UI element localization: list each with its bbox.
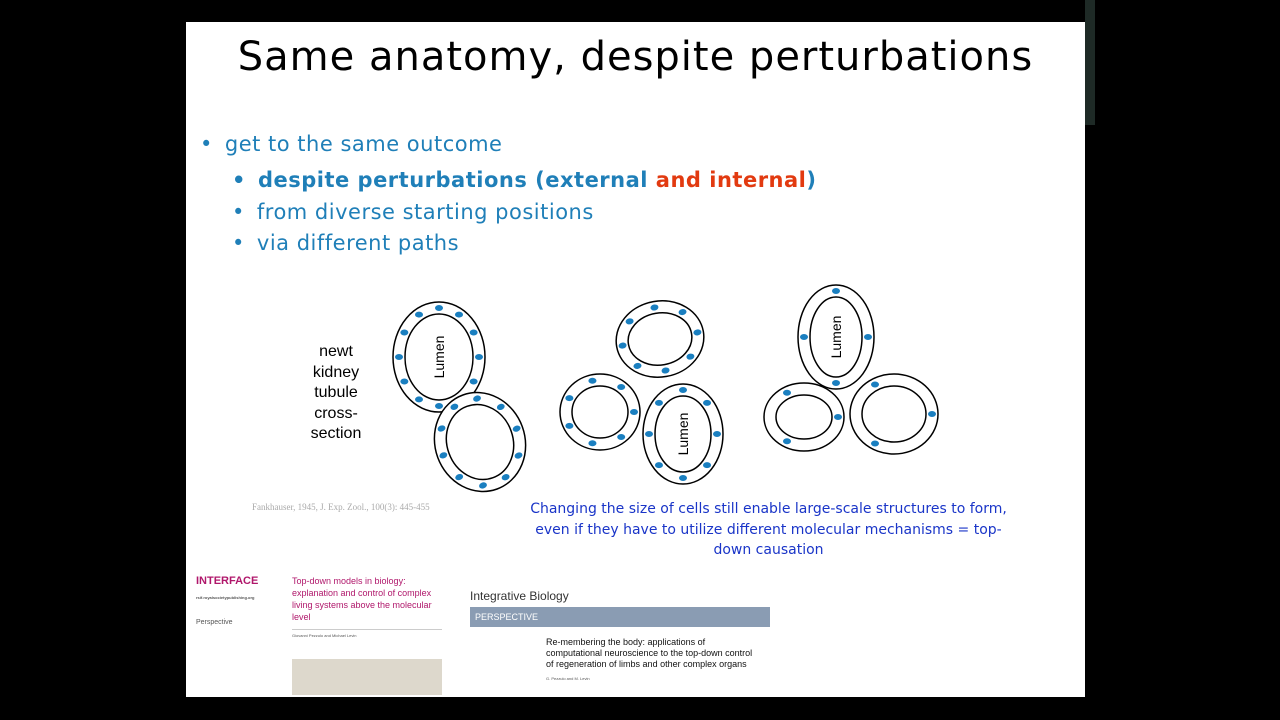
nucleus — [565, 422, 574, 429]
tubule: Lumen — [642, 383, 724, 485]
tubule: Lumen — [392, 301, 486, 413]
bullet-sub2: •from diverse starting positions — [232, 200, 594, 224]
nucleus — [501, 474, 510, 481]
nucleus — [630, 409, 638, 415]
nucleus — [679, 387, 687, 393]
nucleus — [654, 462, 663, 469]
nucleus — [455, 473, 464, 481]
bullet-text: via different paths — [256, 231, 460, 255]
nucleus — [395, 354, 403, 360]
nucleus — [617, 383, 626, 390]
nucleus — [834, 414, 842, 420]
slide-title: Same anatomy, despite perturbations — [237, 34, 1034, 80]
bullet-text-red: and internal — [655, 168, 807, 192]
nucleus — [617, 434, 626, 441]
nucleus — [928, 411, 936, 417]
nucleus — [800, 334, 808, 340]
nucleus — [871, 440, 879, 447]
paper-authors: G. Pezzulo and M. Levin — [546, 676, 590, 681]
nucleus — [475, 354, 483, 360]
citation: Fankhauser, 1945, J. Exp. Zool., 100(3):… — [252, 502, 430, 512]
nucleus — [703, 462, 712, 469]
nucleus — [450, 403, 459, 410]
slide: Same anatomy, despite perturbations •get… — [186, 22, 1085, 697]
article-type: PERSPECTIVE — [470, 607, 770, 627]
nucleus — [469, 329, 478, 336]
nucleus — [512, 425, 521, 432]
nucleus — [437, 425, 446, 432]
tubule — [615, 300, 705, 378]
nucleus — [645, 431, 653, 437]
nucleus — [783, 438, 791, 445]
nucleus — [514, 452, 523, 459]
bullet-sub3: •via different paths — [232, 231, 460, 255]
nucleus — [588, 440, 597, 447]
paper-thumbnail-interface[interactable]: INTERFACE rsif.royalsocietypublishing.or… — [196, 575, 446, 695]
lumen-label: Lumen — [675, 413, 691, 456]
nucleus — [415, 311, 423, 318]
nucleus — [400, 378, 409, 385]
nucleus — [618, 342, 627, 349]
nucleus — [415, 396, 423, 403]
lumen-label: Lumen — [828, 316, 844, 359]
paper-thumbnail-integrative-biology[interactable]: Integrative Biology PERSPECTIVE Re-membe… — [470, 569, 770, 695]
nucleus — [783, 389, 791, 396]
paper-title-block: Top-down models in biology: explanation … — [292, 575, 442, 695]
nucleus — [864, 334, 872, 340]
nucleus — [832, 380, 840, 386]
caption: Changing the size of cells still enable … — [530, 501, 1007, 558]
nucleus — [661, 367, 670, 374]
nucleus — [693, 329, 702, 336]
paper-authors: Giovanni Pezzulo and Michael Levin — [292, 629, 442, 639]
journal-site: rsif.royalsocietypublishing.org — [196, 595, 255, 600]
nucleus — [832, 288, 840, 294]
bullet-text: despite perturbations (external — [257, 168, 656, 192]
nucleus — [439, 452, 448, 459]
journal-name: INTERFACE — [196, 575, 259, 587]
nucleus — [469, 378, 478, 385]
tubule — [559, 373, 641, 451]
nucleus — [650, 304, 659, 311]
nucleus — [435, 403, 443, 409]
paper-title: Re-membering the body: applications of c… — [546, 637, 753, 669]
nucleus — [473, 395, 481, 402]
bullet-sub1: •despite perturbations (external and int… — [232, 168, 817, 192]
nucleus — [633, 362, 642, 369]
nucleus — [455, 311, 463, 318]
tubule — [849, 373, 939, 455]
nucleus — [871, 381, 879, 388]
journal-name: Integrative Biology — [470, 589, 569, 603]
side-window-strip — [1085, 0, 1095, 125]
nucleus — [435, 305, 443, 311]
nucleus — [679, 475, 687, 481]
bullet-text: from diverse starting positions — [256, 200, 594, 224]
bullet-main: •get to the same outcome — [200, 132, 503, 156]
lumen-label: Lumen — [431, 336, 447, 379]
nucleus — [565, 395, 574, 402]
bullet-text: ) — [806, 168, 817, 192]
paper-title: Top-down models in biology: explanation … — [292, 576, 432, 622]
nucleus — [654, 399, 663, 406]
nucleus — [678, 309, 687, 316]
figure-label: newt kidney tubule cross-section — [310, 343, 362, 442]
nucleus — [713, 431, 721, 437]
nucleus — [479, 482, 487, 489]
nucleus — [400, 329, 409, 336]
nucleus — [625, 318, 634, 325]
nucleus — [686, 353, 695, 360]
article-type: Perspective — [196, 619, 233, 626]
nucleus — [496, 403, 505, 411]
nucleus — [703, 399, 712, 406]
tubule — [433, 391, 527, 493]
nucleus — [588, 377, 597, 384]
tubule: Lumen — [797, 284, 875, 390]
bullet-text: get to the same outcome — [224, 132, 503, 156]
tubule — [763, 382, 845, 452]
